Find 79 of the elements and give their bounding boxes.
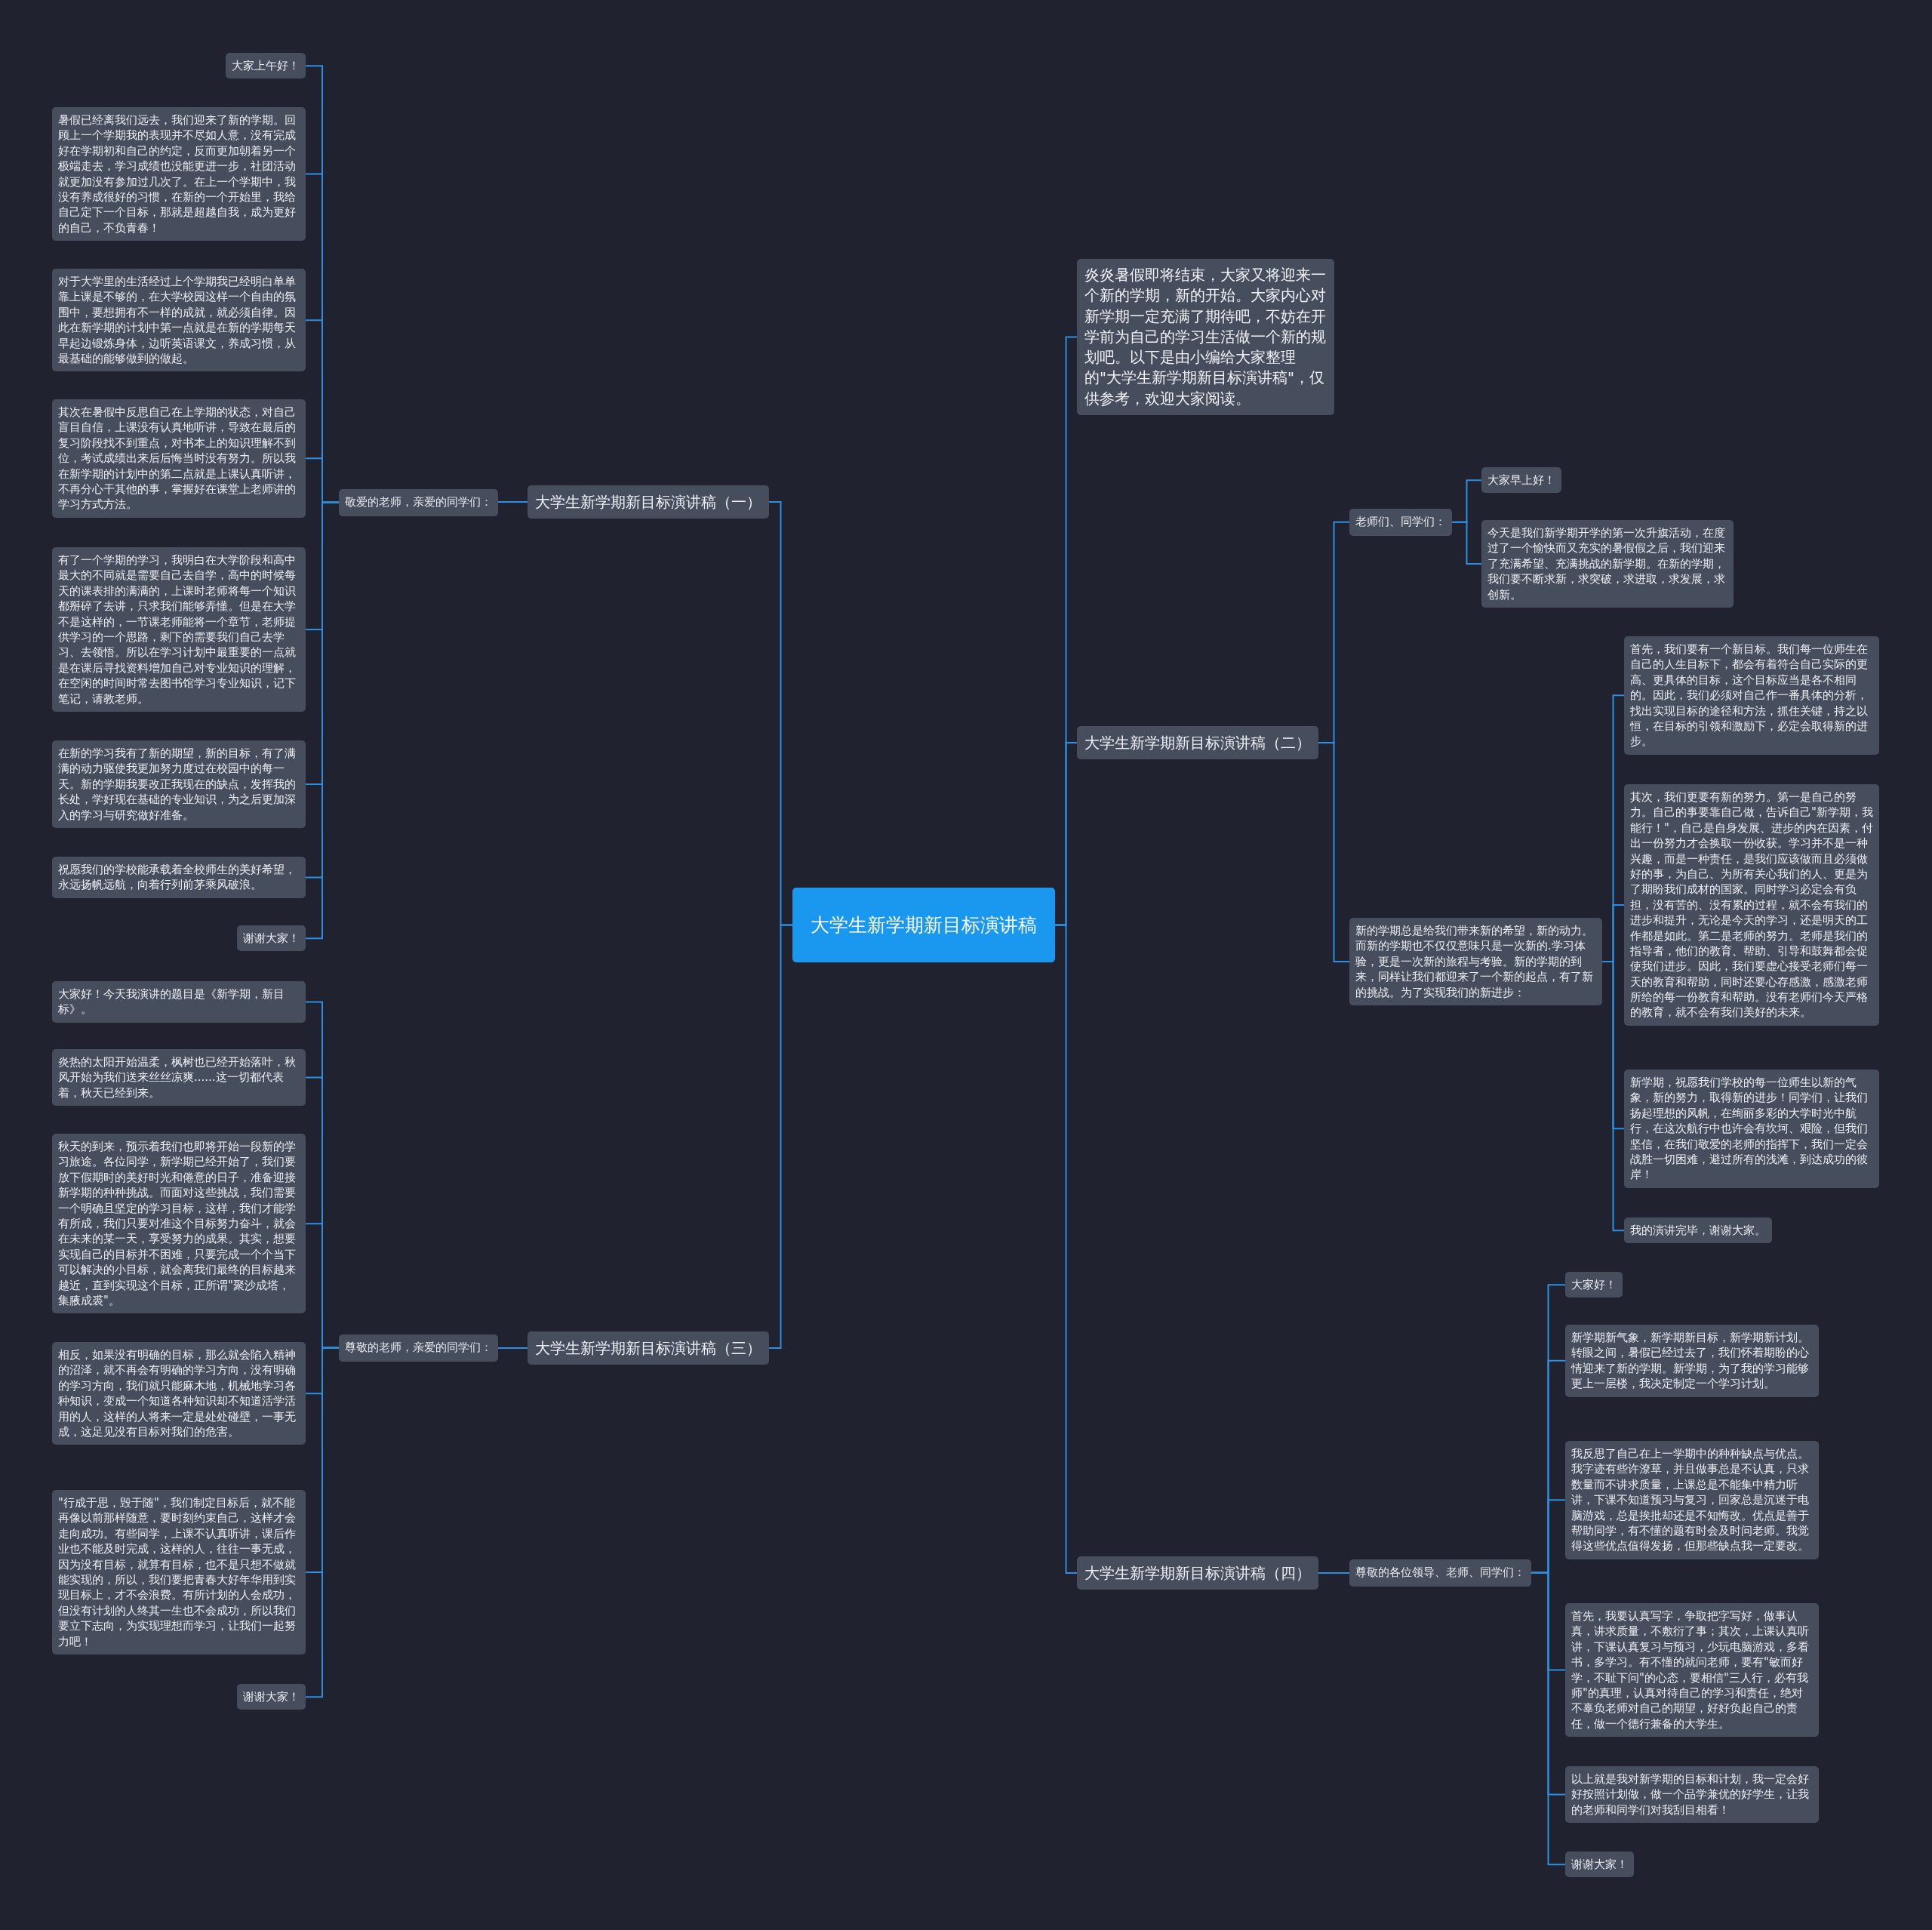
connector-line bbox=[1318, 742, 1350, 962]
intro-card bbox=[1077, 259, 1334, 416]
paragraph-text: 有了一个学期的学习，我明白在大学阶段和高中最大的不同就是需要自己去自学，高中的时候每天的课表排的满满的，上课时老师将每一个知识都掰碎了去讲，只求我们能够弄懂。但是在大学不是这样的，一节课老师能将一个章节，老师提供学习的一个思路，剩下的需要我们自己去学习、去领悟。所以在学习计划中最重要的一点就是在课后寻找资料增加自己对专业知识的理解，在空闲的时间时常去图书馆学习专业知识，记下笔记，请教老师。 bbox=[58, 553, 296, 706]
paragraph-text: 大家上午好！ bbox=[232, 59, 300, 72]
paragraph-text: 我反思了自己在上一学期中的种种缺点与优点。我字迹有些许潦草，并且做事总是不认真，只求数量而不讲求质量，上课总是不能集中精力听讲，下课不知道预习与复习，回家总是沉迷于电脑游戏，总是挨批却还是不知悔改。优点是善于帮助同学，有不懂的题有时会及时问老师。我觉得这些优点值得发扬，但那些缺点我一定要改。 bbox=[1571, 1447, 1809, 1553]
greeting-text: 老师们、同学们： bbox=[1355, 515, 1446, 528]
paragraph-card bbox=[52, 857, 306, 898]
branch-topic bbox=[1077, 1556, 1318, 1590]
paragraph-text: 首先，我要认真写字，争取把字写好，做事认真，讲求质量，不敷衍了事；其次，上课认真听讲，下课认真复习与预习，少玩电脑游戏，多看书，多学习。有不懂的就问老师，要有"敏而好学，不耻下问"的心态，要相信"三人行，必有我师"的真理，认真对待自己的学习和责任，绝对不辜负老师对自己的期望，好好负起自己的责任，做一个德行兼备的大学生。 bbox=[1571, 1609, 1809, 1731]
paragraph-text: 谢谢大家！ bbox=[1571, 1858, 1628, 1871]
branch-topic-text: 大学生新学期新目标演讲稿（四） bbox=[1084, 1564, 1311, 1582]
paragraph-text: 我的演讲完毕，谢谢大家。 bbox=[1630, 1224, 1766, 1237]
branch-topic-text: 大学生新学期新目标演讲稿（一） bbox=[535, 493, 761, 511]
paragraph-card bbox=[1349, 918, 1602, 1005]
connector-line bbox=[305, 1347, 340, 1698]
greeting-text: 敬爱的老师，亲爱的同学们： bbox=[345, 495, 492, 509]
paragraph-text: 谢谢大家！ bbox=[243, 1690, 300, 1704]
greeting-text: 尊敬的各位领导、老师、同学们： bbox=[1355, 1565, 1525, 1579]
paragraph-text: 以上就是我对新学期的目标和计划，我一定会好好按照计划做，做一个品学兼优的好学生，让我的老师和同学们对我刮目相看！ bbox=[1571, 1772, 1809, 1817]
paragraph-card bbox=[1565, 1325, 1819, 1397]
paragraph-card bbox=[52, 399, 306, 518]
paragraph-text: 首先，我们要有一个新目标。我们每一位师生在自己的人生目标下，都会有着符合自己实际的更高、更具体的目标，这个目标应当是各不相同的。因此，我们必须对自己作一番具体的分析，找出实现目标的途径和方法，抓住关键，持之以恒，在目标的引领和激励下，必定会取得新的进步。 bbox=[1630, 642, 1868, 749]
paragraph-card bbox=[52, 1049, 306, 1107]
branch-topic-text: 大学生新学期新目标演讲稿（二） bbox=[1084, 734, 1311, 752]
paragraph-card bbox=[1565, 1603, 1819, 1738]
paragraph-card bbox=[1565, 1272, 1623, 1298]
connector-line bbox=[1531, 1571, 1566, 1866]
paragraph-card bbox=[52, 1342, 306, 1445]
branch-topic bbox=[1077, 726, 1318, 759]
paragraph-card bbox=[1624, 1217, 1772, 1244]
connector-line bbox=[1318, 1572, 1350, 1574]
paragraph-text: 秋天的到来，预示着我们也即将开始一段新的学习旅途。各位同学，新学期已经开始了，我们要放下假期时的美好时光和倦意的日子，准备迎接新学期的种种挑战。而面对这些挑战，我们需要一个明确且坚定的学习目标，这样，我们才能学有所成，我们只要对准这个目标努力奋斗，就会在未来的某一天，享受努力的成果。其实，想要实现自己的目标并不困难，只要完成一个个当下可以解决的小目标，就会离我们最终的目标越来越近，直到实现这个目标，正所谓"聚沙成塔，集腋成裘"。 bbox=[58, 1140, 296, 1307]
paragraph-text: 今天是我们新学期开学的第一次升旗活动，在度过了一个愉快而又充实的暑假假之后，我们迎来了充满希望、充满挑战的新学期。在新的学期，我们要不断求新，求突破，求进取，求发展，求创新。 bbox=[1487, 526, 1725, 602]
paragraph-card bbox=[1565, 1766, 1819, 1824]
branch-topic-text: 大学生新学期新目标演讲稿（三） bbox=[535, 1339, 761, 1357]
paragraph-card bbox=[52, 981, 306, 1023]
paragraph-text: 大家早上好！ bbox=[1487, 473, 1555, 487]
connector-line bbox=[497, 501, 528, 503]
paragraph-text: 其次在暑假中反思自己在上学期的状态，对自己盲目自信，上课没有认真地听讲，导致在最后的复习阶段找不到重点，对书本上的知识理解不到位，考试成绩出来后后悔当时没有努力。所以我在新学期的计划中的第二点就是上课认真听讲，不再分心干其他的事，掌握好在课堂上老师讲的学习方式方法。 bbox=[58, 405, 296, 512]
paragraph-text: 在新的学习我有了新的期望，新的目标，有了满满的动力驱使我更加努力度过在校园中的每一天。新的学期我要改正我现在的缺点，发挥我的长处，学好现在基础的专业知识，为之后更加深入的学习与研究做好准备。 bbox=[58, 746, 296, 822]
connector-line bbox=[497, 1347, 528, 1349]
paragraph-text: 大家好！ bbox=[1571, 1278, 1617, 1291]
intro-text: 炎炎暑假即将结束，大家又将迎来一个新的学期，新的开始。大家内心对新学期一定充满了期待吧，不妨在开学前为自己的学习生活做一个新的规划吧。以下是由小编给大家整理的"大学生新学期新目标演讲稿"，仅供参考，欢迎大家阅读。 bbox=[1084, 266, 1326, 408]
paragraph-card bbox=[237, 1684, 306, 1710]
greeting-node bbox=[339, 1334, 498, 1362]
paragraph-text: 新学期新气象，新学期新目标，新学期新计划。转眼之间，暑假已经过去了，我们怀着期盼的心情迎来了新的学期。新学期，为了我的学习能够更上一层楼，我决定制定一个学习计划。 bbox=[1571, 1331, 1809, 1391]
paragraph-text: 对于大学里的生活经过上个学期我已经明白单单靠上课是不够的，在大学校园这样一个自由的氛围中，要想拥有不一样的成就，就必须自律。因此在新学期的计划中第一点就是在新的学期每天早起边锻炼身体，边听英语课文，养成习惯，从最基础的能够做到的做起。 bbox=[58, 275, 296, 365]
paragraph-card bbox=[1481, 467, 1561, 494]
paragraph-text: 祝愿我们的学校能承载着全校师生的美好希望，永远扬帆远航，向着行列前茅乘风破浪。 bbox=[58, 863, 296, 892]
connector-line bbox=[1451, 521, 1482, 565]
paragraph-card bbox=[237, 925, 306, 952]
connector-line bbox=[768, 924, 793, 1349]
paragraph-card bbox=[1624, 1070, 1879, 1188]
paragraph-card bbox=[52, 107, 306, 242]
paragraph-text: 大家好！今天我演讲的题目是《新学期，新目标》。 bbox=[58, 987, 285, 1017]
greeting-node bbox=[1349, 1559, 1531, 1587]
paragraph-text: 谢谢大家！ bbox=[243, 931, 300, 945]
paragraph-text: 暑假已经离我们远去，我们迎来了新的学期。回顾上一个学期我的表现并不尽如人意，没有完成好在学期初和自己的约定，反而更加朝着另一个极端走去，学习成绩也没能更进一步，社团活动就更加没有参加过几次了。在上一个学期中，我没有养成很好的习惯，在新的一个开始里，我给自己定下一个目标，那就是超越自我，成为更好的自己，不负青春！ bbox=[58, 113, 296, 235]
paragraph-card bbox=[1624, 636, 1879, 755]
paragraph-card bbox=[1565, 1852, 1634, 1878]
paragraph-card bbox=[52, 740, 306, 828]
paragraph-card bbox=[1481, 520, 1734, 608]
paragraph-text: 炎热的太阳开始温柔，枫树也已经开始落叶，秋风开始为我们送来丝丝凉爽......这一切都代表着，秋天已经到来。 bbox=[58, 1055, 296, 1100]
paragraph-text: 新的学期总是给我们带来新的希望，新的动力。而新的学期也不仅仅意味只是一次新的.学习体验，更是一次新的旅程与考验。新的学期的到来，同样让我们都迎来了一个新的起点，有了新的挑战。为了实现我们的新进步： bbox=[1355, 924, 1593, 999]
paragraph-text: "行成于思，毁于随"，我们制定目标后，就不能再像以前那样随意，要时刻约束自己，这样才会走向成功。有些同学，上课不认真听讲，课后作业也不能及时完成，这样的人，往往一事无成，因为没有目标，就算有目标，也不是只想不做就能实现的，所以，我们要把青春大好年华用到实现目标上，才不会浪费。有所计划的人会成功，但没有计划的人终其一生也不会成功，所以我们要立下志向，为实现理想而学习，让我们一起努力吧！ bbox=[58, 1496, 296, 1648]
greeting-node bbox=[1349, 509, 1452, 536]
connector-line bbox=[1054, 924, 1078, 1574]
paragraph-card bbox=[1565, 1441, 1819, 1559]
greeting-text: 尊敬的老师，亲爱的同学们： bbox=[345, 1341, 492, 1354]
paragraph-text: 其次，我们更要有新的努力。第一是自己的努力。自己的事要靠自己做，告诉自己"新学期，我能行！"，自己是自身发展、进步的内在因素，付出一份努力才会换取一份收获。学习并不是一种兴趣，而是一种责任，是我们应该做而且必须做好的事，为自己、为所有关心我们的人、更是为了期盼我们成材的国家。同时学习必定会有负担，没有苦的、没有累的过程，就不会有我们的进步和提升，无论是今天的学习，还是明天的工作都是如此。第二是老师的努力。老师是我们的指导者，他们的教育、帮助、引导和鼓舞都会促使我们进步。因此，我们要虚心接受老师们每一天的教育和帮助，同时还要心存感激，感激老师所给的每一份教育和帮助。没有老师们今天严格的教育，就不会有我们美好的未来。 bbox=[1630, 790, 1873, 1020]
paragraph-text: 新学期，祝愿我们学校的每一位师生以新的气象，新的努力，取得新的进步！同学们，让我们扬起理想的风帆，在绚丽多彩的大学时光中航行，在这次航行中也许会有坎坷、艰险，但我们坚信，在我们敬爱的老师的指挥下，我们一定会战胜一切困难，避过所有的浅滩，到达成功的彼岸！ bbox=[1630, 1076, 1868, 1182]
branch-topic bbox=[528, 1331, 769, 1365]
paragraph-card bbox=[52, 269, 306, 372]
paragraph-text: 相反，如果没有明确的目标，那么就会陷入精神的沼泽，就不再会有明确的学习方向，没有明确的学习方向，我们就只能麻木地，机械地学习各种知识，变成一个知道各种知识却不知道活学活用的人，这样的人将来一定是处处碰壁，一事无成，这足见没有目标对我们的危害。 bbox=[58, 1348, 296, 1439]
branch-topic bbox=[528, 485, 769, 519]
central-topic-text: 大学生新学期新目标演讲稿 bbox=[811, 913, 1037, 937]
paragraph-card bbox=[226, 53, 306, 79]
greeting-node bbox=[339, 489, 498, 516]
central-topic bbox=[792, 888, 1055, 962]
